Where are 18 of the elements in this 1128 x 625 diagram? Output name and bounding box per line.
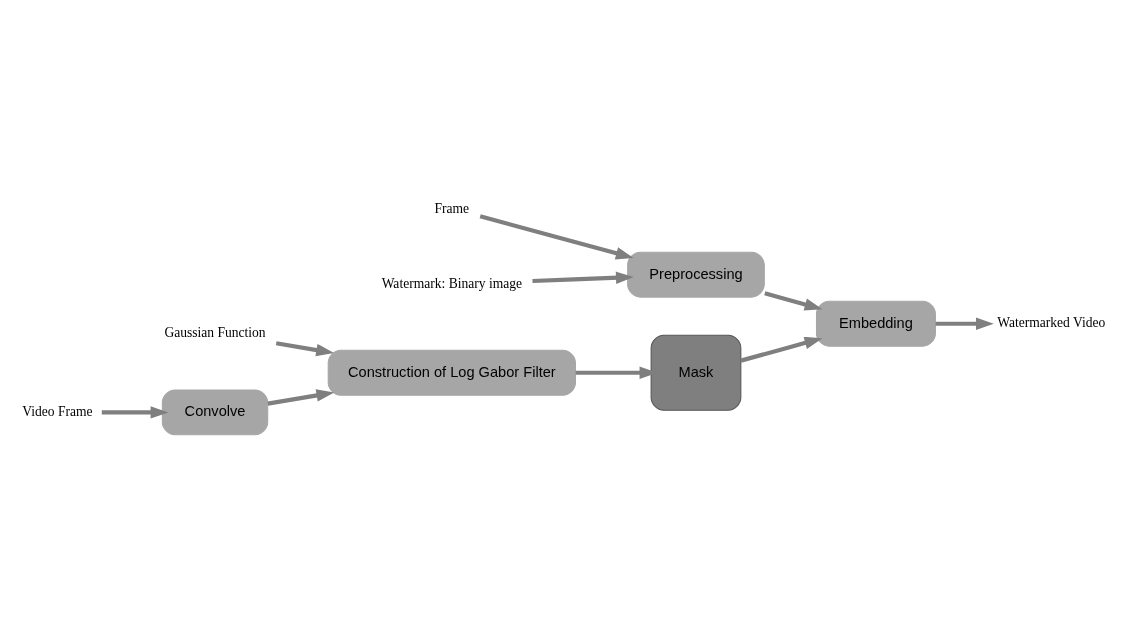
arrow	[764, 291, 823, 311]
node-text: Frame	[434, 200, 470, 216]
node-box: Construction of Log Gabor Filter	[327, 349, 576, 396]
node-box: Mask	[650, 334, 742, 411]
node-box: Preprocessing	[627, 251, 765, 298]
arrow	[101, 406, 169, 419]
arrow	[275, 341, 334, 357]
node-box: Embedding	[815, 300, 936, 347]
node-text: Gaussian Function	[164, 324, 266, 340]
arrow	[740, 336, 823, 363]
arrow	[479, 214, 634, 260]
node-text: Watermarked Video	[997, 315, 1106, 331]
arrow	[267, 389, 335, 406]
node-text: Watermark: Binary image	[381, 275, 523, 291]
arrow	[532, 271, 634, 284]
arrow	[935, 317, 994, 330]
node-box: Convolve	[161, 389, 269, 436]
node-text: Video Frame	[22, 403, 93, 419]
